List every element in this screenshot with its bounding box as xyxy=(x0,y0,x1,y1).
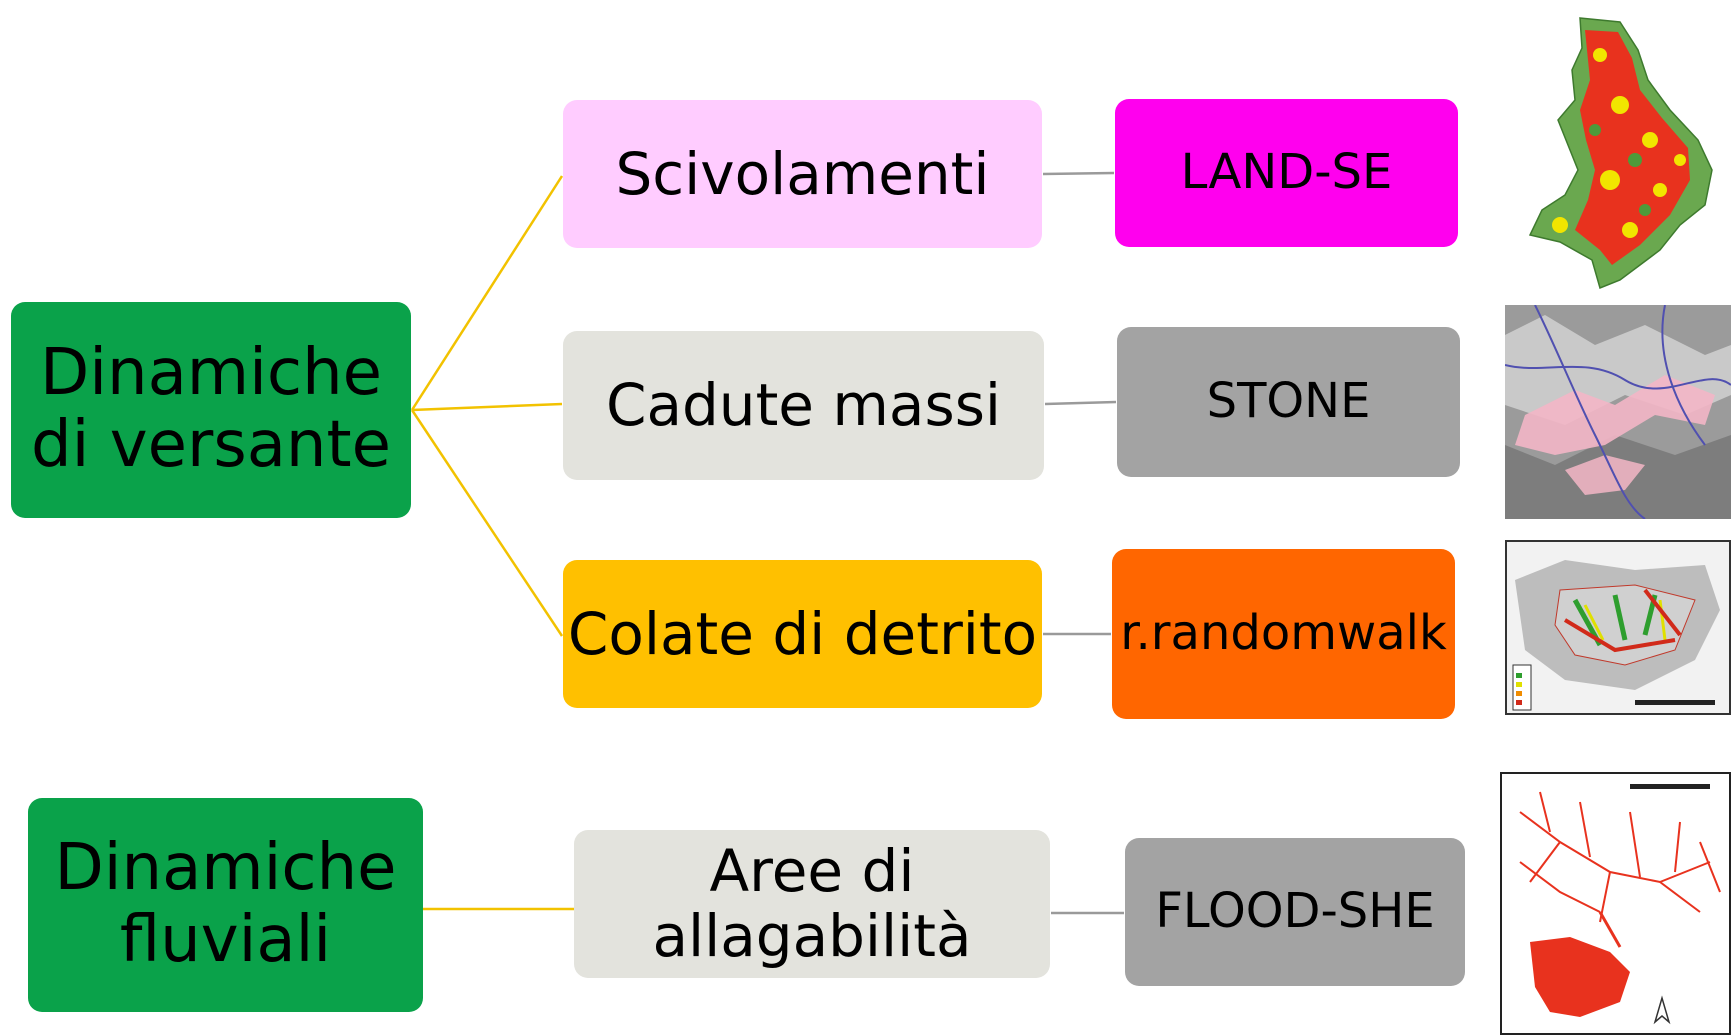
model-stone: STONE xyxy=(1117,327,1460,477)
connector-scivolamenti-landse xyxy=(1042,171,1115,176)
debris-flow-runout-map-icon xyxy=(1505,540,1731,715)
root-dinamiche-versante: Dinamiche di versante xyxy=(11,302,411,518)
landslide-susceptibility-map-icon xyxy=(1528,17,1713,290)
phenomenon-scivolamenti: Scivolamenti xyxy=(563,100,1042,248)
connector-versante-scivolamenti xyxy=(410,175,564,411)
rockfall-trajectory-map-icon xyxy=(1505,305,1731,519)
model-land-se: LAND-SE xyxy=(1115,99,1458,247)
phenomenon-cadute-massi: Cadute massi xyxy=(563,331,1044,480)
model-flood-she: FLOOD-SHE xyxy=(1125,838,1465,986)
connector-versante-colate xyxy=(410,409,564,637)
root-dinamiche-fluviali: Dinamiche fluviali xyxy=(28,798,423,1012)
model-r-randomwalk: r.randomwalk xyxy=(1112,549,1455,719)
flood-area-map-icon xyxy=(1500,772,1731,1035)
connector-versante-cadute-massi xyxy=(411,402,563,412)
connector-cadute-stone xyxy=(1044,400,1117,406)
phenomenon-colate-di-detrito: Colate di detrito xyxy=(563,560,1042,708)
phenomenon-aree-di-allagabilita: Aree di allagabilità xyxy=(574,830,1050,978)
